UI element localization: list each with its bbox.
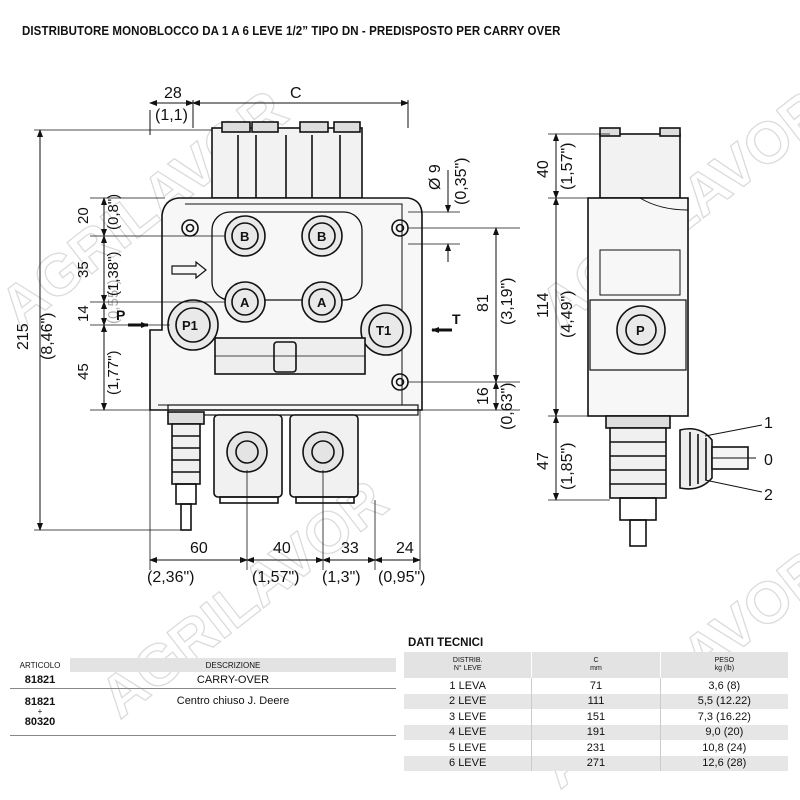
side-labels: 40 (1,57") 114 (4,49") 47 (1,85") P 1 0 … xyxy=(535,143,773,504)
article-table: ARTICOLO DESCRIZIONE 81821 CARRY-OVER 81… xyxy=(10,658,396,736)
svg-text:47: 47 xyxy=(535,452,552,470)
svg-text:P1: P1 xyxy=(182,318,198,333)
svg-text:0: 0 xyxy=(764,452,773,469)
header-peso-label: PESO xyxy=(714,657,735,664)
svg-text:114: 114 xyxy=(535,292,552,318)
dati-tecnici-title: DATI TECNICI xyxy=(408,637,484,649)
svg-text:215: 215 xyxy=(15,323,32,350)
levers-cell: 3 LEVE xyxy=(404,709,532,725)
header-articolo: ARTICOLO xyxy=(10,658,70,672)
svg-text:A: A xyxy=(317,295,327,310)
svg-text:(4,49"): (4,49") xyxy=(559,291,576,338)
c-cell: 231 xyxy=(531,740,661,756)
table-row: 81821 + 80320 Centro chiuso J. Deere xyxy=(10,688,396,736)
svg-text:B: B xyxy=(317,229,326,244)
dati-tecnici-table: DISTRIB. N° LEVE C mm PESO kg (lb) 1 LEV… xyxy=(404,652,788,771)
svg-text:24: 24 xyxy=(396,540,414,557)
svg-text:C: C xyxy=(290,85,302,102)
svg-text:2: 2 xyxy=(764,487,773,504)
svg-text:(1,57"): (1,57") xyxy=(559,143,576,190)
svg-text:33: 33 xyxy=(341,540,359,557)
weight-cell: 10,8 (24) xyxy=(659,740,788,756)
header-c-label: C xyxy=(593,657,599,664)
svg-text:(0,55"): (0,55") xyxy=(105,279,122,324)
header-c-unit: mm xyxy=(590,665,602,672)
header-levers: DISTRIB. N° LEVE xyxy=(404,652,532,678)
front-view xyxy=(149,121,423,531)
svg-text:45: 45 xyxy=(75,363,92,380)
article-description: Centro chiuso J. Deere xyxy=(70,688,396,736)
levers-cell: 6 LEVE xyxy=(404,755,532,771)
weight-cell: 3,6 (8) xyxy=(659,678,788,694)
svg-text:(1,3"): (1,3") xyxy=(322,569,361,586)
svg-text:(0,8"): (0,8") xyxy=(105,194,122,230)
svg-text:P: P xyxy=(636,323,645,338)
article-code-b: 80320 xyxy=(24,716,56,728)
c-cell: 271 xyxy=(531,755,661,771)
table-row: 6 LEVE 271 12,6 (28) xyxy=(404,755,788,771)
table-row: 3 LEVE 151 7,3 (16.22) xyxy=(404,709,788,725)
svg-text:(1,1): (1,1) xyxy=(155,107,188,124)
svg-text:T: T xyxy=(452,311,461,327)
article-description: CARRY-OVER xyxy=(70,672,396,689)
svg-text:20: 20 xyxy=(75,207,92,224)
svg-text:40: 40 xyxy=(273,540,291,557)
svg-text:(1,57"): (1,57") xyxy=(252,569,299,586)
svg-text:T1: T1 xyxy=(376,323,391,338)
article-code: 81821 xyxy=(10,672,70,689)
svg-text:14: 14 xyxy=(75,305,92,322)
weight-cell: 12,6 (28) xyxy=(659,755,788,771)
front-dimensions xyxy=(34,100,520,570)
header-c: C mm xyxy=(531,652,661,678)
front-labels: 28 (1,1) C 215 (8,46") 20 (0,8") 35 (1,3… xyxy=(15,85,516,586)
article-code: 81821 + 80320 xyxy=(10,688,70,736)
svg-text:(8,46"): (8,46") xyxy=(39,313,56,360)
header-peso: PESO kg (lb) xyxy=(659,652,788,678)
svg-text:16: 16 xyxy=(475,387,492,405)
header-descrizione: DESCRIZIONE xyxy=(70,658,396,672)
svg-text:(1,77"): (1,77") xyxy=(105,350,122,395)
svg-text:1: 1 xyxy=(764,415,773,432)
levers-cell: 2 LEVE xyxy=(404,693,532,709)
side-dimensions xyxy=(548,133,763,501)
svg-text:(0,63"): (0,63") xyxy=(499,383,516,430)
c-cell: 151 xyxy=(531,709,661,725)
svg-text:B: B xyxy=(240,229,249,244)
levers-cell: 5 LEVE xyxy=(404,740,532,756)
svg-text:(3,19"): (3,19") xyxy=(499,278,516,325)
header-levers-line2: N° LEVE xyxy=(453,665,482,672)
c-cell: 111 xyxy=(531,693,661,709)
svg-text:(0,35"): (0,35") xyxy=(453,158,470,205)
levers-cell: 4 LEVE xyxy=(404,724,532,740)
svg-text:35: 35 xyxy=(75,261,92,278)
weight-cell: 7,3 (16.22) xyxy=(659,709,788,725)
c-cell: 191 xyxy=(531,724,661,740)
table-row: 81821 CARRY-OVER xyxy=(10,672,396,689)
article-code-a: 81821 xyxy=(24,696,56,708)
article-code-plus: + xyxy=(37,707,43,716)
svg-text:P: P xyxy=(116,307,125,323)
table-row: 5 LEVE 231 10,8 (24) xyxy=(404,740,788,756)
weight-cell: 5,5 (12.22) xyxy=(659,693,788,709)
svg-text:(1,85"): (1,85") xyxy=(559,443,576,490)
header-peso-unit: kg (lb) xyxy=(714,665,735,672)
svg-text:40: 40 xyxy=(535,160,552,178)
svg-text:(1,38"): (1,38") xyxy=(105,251,122,296)
levers-cell: 1 LEVA xyxy=(404,678,532,694)
svg-text:28: 28 xyxy=(164,85,182,102)
table-row: 2 LEVE 111 5,5 (12.22) xyxy=(404,693,788,709)
header-levers-line1: DISTRIB. xyxy=(452,657,483,664)
svg-text:Ø 9: Ø 9 xyxy=(427,164,444,190)
side-view xyxy=(587,127,749,547)
table-row: 4 LEVE 191 9,0 (20) xyxy=(404,724,788,740)
svg-text:81: 81 xyxy=(475,294,492,312)
weight-cell: 9,0 (20) xyxy=(659,724,788,740)
c-cell: 71 xyxy=(531,678,661,694)
page-title: DISTRIBUTORE MONOBLOCCO DA 1 A 6 LEVE 1/… xyxy=(22,24,561,38)
svg-text:(0,95"): (0,95") xyxy=(378,569,425,586)
table-row: 1 LEVA 71 3,6 (8) xyxy=(404,678,788,694)
svg-text:(2,36"): (2,36") xyxy=(147,569,194,586)
svg-text:A: A xyxy=(240,295,250,310)
svg-text:60: 60 xyxy=(190,540,208,557)
